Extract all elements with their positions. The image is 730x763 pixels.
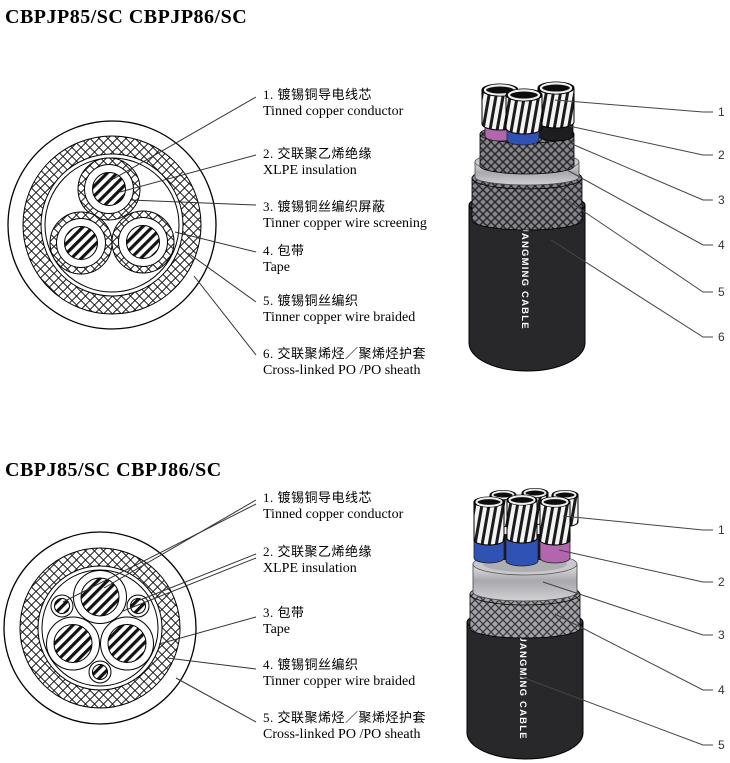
callout-number: 3	[718, 193, 725, 207]
part-label-zh: 3. 镀锡铜丝编织屏蔽	[263, 199, 386, 214]
part-label-zh: 1. 镀锡铜导电线芯	[263, 490, 373, 505]
callout-leader-lines	[518, 515, 713, 746]
cross-section-diagram-1	[7, 96, 257, 356]
conductors-front-row	[473, 494, 571, 546]
part-label: 4. 镀锡铜丝编织 Tinner copper wire braided	[263, 656, 478, 690]
part-label: 3. 镀锡铜丝编织屏蔽 Tinner copper wire screening	[263, 198, 478, 232]
callout-number: 4	[718, 238, 725, 252]
cable-rings	[7, 120, 217, 330]
part-label-zh: 1. 镀锡铜导电线芯	[263, 87, 373, 102]
part-label-zh: 6. 交联聚烯烃／聚烯烃护套	[263, 346, 427, 361]
part-label: 5. 镀锡铜丝编织 Tinner copper wire braided	[263, 292, 478, 326]
cable-brand-text: GUANGMING CABLE	[519, 216, 530, 330]
callout-number: 6	[718, 330, 725, 344]
cable-rings	[3, 531, 197, 725]
part-label-en: XLPE insulation	[263, 561, 357, 576]
callout-number: 5	[718, 285, 725, 299]
part-label-zh: 2. 交联聚乙烯绝缘	[263, 146, 373, 161]
part-label-zh: 4. 镀锡铜丝编织	[263, 657, 359, 672]
part-label: 4. 包带 Tape	[263, 242, 478, 276]
part-label-en: Tinner copper wire braided	[263, 310, 416, 325]
part-label-zh: 4. 包带	[263, 243, 305, 258]
part-label-en: Cross-linked PO /PO sheath	[263, 363, 421, 378]
part-label: 6. 交联聚烯烃／聚烯烃护套 Cross-linked PO /PO sheat…	[263, 345, 478, 379]
callout-number: 4	[718, 683, 725, 697]
conductors	[481, 81, 575, 135]
section-title-2: CBPJ85/SC CBPJ86/SC	[5, 459, 222, 481]
part-label: 3. 包带 Tape	[263, 604, 478, 638]
callout-leader-lines	[550, 99, 713, 338]
part-label-en: Cross-linked PO /PO sheath	[263, 727, 421, 742]
part-label-zh: 5. 镀锡铜丝编织	[263, 293, 359, 308]
label-leader-lines	[107, 96, 257, 356]
cable-brand-text: GUANGMING CABLE	[517, 626, 528, 740]
callout-number: 5	[718, 738, 725, 752]
callout-number: 2	[718, 575, 725, 589]
cable-3d-illustration-2: GUANGMING CABLE	[466, 488, 725, 760]
callout-number: 3	[718, 628, 725, 642]
cross-section-diagram-2	[3, 499, 257, 725]
part-label-en: Tape	[263, 622, 291, 637]
part-label: 2. 交联聚乙烯绝缘 XLPE insulation	[263, 543, 478, 577]
part-label: 1. 镀锡铜导电线芯 Tinned copper conductor	[263, 86, 478, 120]
part-label-en: Tinned copper conductor	[263, 507, 404, 522]
callout-number: 1	[718, 523, 725, 537]
part-label-zh: 5. 交联聚烯烃／聚烯烃护套	[263, 710, 427, 725]
part-label-en: Tinner copper wire braided	[263, 674, 416, 689]
part-label-zh: 3. 包带	[263, 605, 305, 620]
cable-3d-illustration-1: GUANGMING CABLE	[468, 81, 725, 372]
part-label-en: Tinner copper wire screening	[263, 216, 427, 231]
cable-cores	[46, 570, 154, 684]
part-label: 5. 交联聚烯烃／聚烯烃护套 Cross-linked PO /PO sheat…	[263, 709, 478, 743]
part-label: 1. 镀锡铜导电线芯 Tinned copper conductor	[263, 489, 478, 523]
part-label-en: Tinned copper conductor	[263, 104, 404, 119]
part-label-en: XLPE insulation	[263, 163, 357, 178]
part-label: 2. 交联聚乙烯绝缘 XLPE insulation	[263, 145, 478, 179]
label-leader-lines	[62, 499, 257, 723]
callout-numbers: 1 2 3 4 5	[718, 523, 725, 752]
part-label-zh: 2. 交联聚乙烯绝缘	[263, 544, 373, 559]
cable-cores	[49, 157, 175, 275]
callout-numbers: 1 2 3 4 5 6	[718, 105, 725, 344]
callout-number: 1	[718, 105, 725, 119]
callout-number: 2	[718, 148, 725, 162]
section-title-1: CBPJP85/SC CBPJP86/SC	[5, 6, 248, 28]
part-label-en: Tape	[263, 260, 291, 275]
